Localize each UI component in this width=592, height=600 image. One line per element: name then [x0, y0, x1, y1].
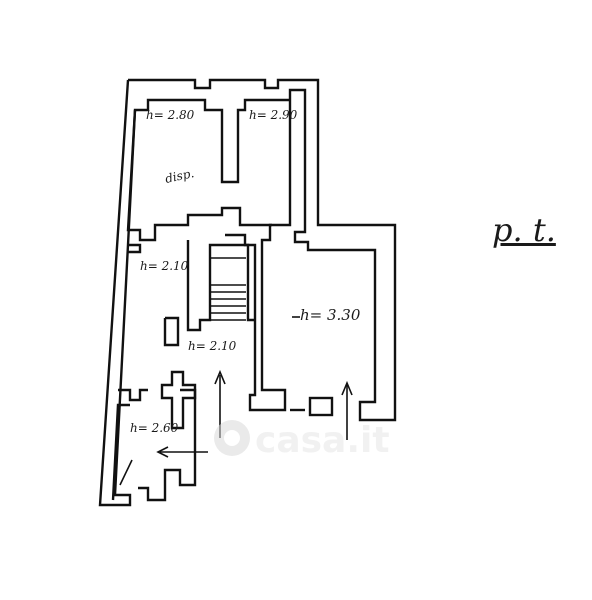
room-height-top-left: h= 2.80: [146, 108, 195, 122]
left-arrow-icon: [156, 446, 208, 458]
room-height-stair-area: h= 2.10: [188, 339, 237, 353]
staircase: [210, 257, 246, 321]
floor-label: p. t.: [492, 211, 556, 249]
room-height-bottom-left: h= 2.60: [130, 421, 179, 435]
watermark-text: casa.it: [255, 420, 390, 461]
up-arrow-icon: [341, 380, 353, 440]
room-height-large-room: h= 3.30: [300, 306, 361, 324]
door-mark: [119, 459, 133, 486]
watermark: casa.it: [214, 420, 390, 461]
room-height-left-middle: h= 2.10: [140, 259, 189, 273]
room-height-top-right: h= 2.90: [249, 108, 298, 122]
entrance-arrows: [156, 369, 353, 458]
